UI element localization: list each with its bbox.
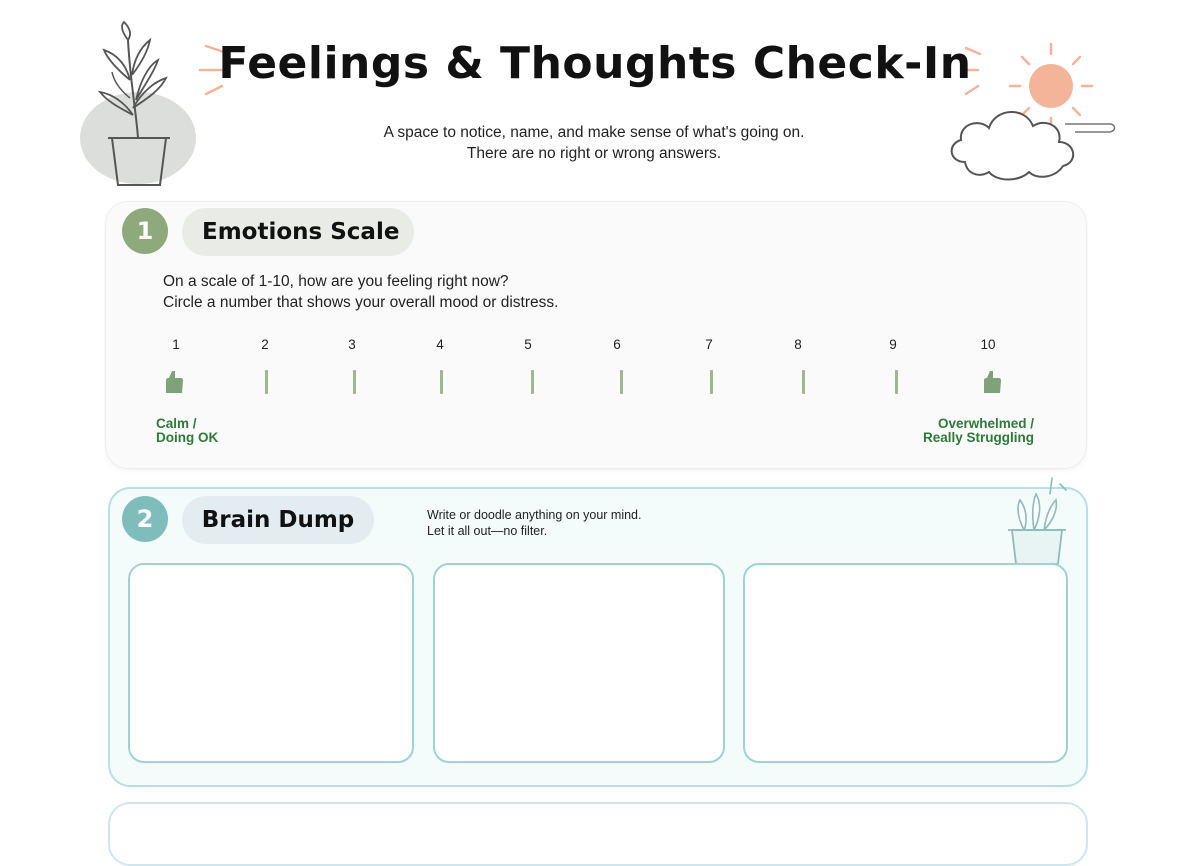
brain-dump-instructions: Write or doodle anything on your mind. L… — [427, 507, 641, 539]
section-number-badge: 1 — [122, 208, 168, 254]
potted-plant-icon — [80, 20, 196, 186]
scale-tick — [710, 370, 713, 394]
scale-number-5[interactable]: 5 — [524, 337, 532, 352]
scale-number-9[interactable]: 9 — [889, 337, 897, 352]
scale-tick — [531, 370, 534, 394]
scale-number-8[interactable]: 8 — [794, 337, 802, 352]
low-label-line-2: Doing OK — [156, 430, 219, 445]
scale-tick — [353, 370, 356, 394]
next-section-card — [108, 802, 1088, 866]
brain-dump-box-1[interactable] — [128, 563, 414, 763]
subtitle-line-1: A space to notice, name, and make sense … — [383, 124, 805, 141]
instruction-line-2: Let it all out—no filter. — [427, 524, 548, 538]
scale-tick — [440, 370, 443, 394]
section-title: Emotions Scale — [182, 208, 414, 256]
scale-question: On a scale of 1-10, how are you feeling … — [163, 271, 558, 313]
thumb-marker-icon — [166, 371, 183, 393]
brain-dump-box-3[interactable] — [743, 563, 1068, 763]
scale-number-2[interactable]: 2 — [261, 337, 269, 352]
scale-number-6[interactable]: 6 — [613, 337, 621, 352]
scale-low-label: Calm / Doing OK — [156, 417, 218, 445]
scale-tick — [265, 370, 268, 394]
page-title: Feelings & Thoughts Check-In — [218, 38, 972, 89]
accent-strokes-icon — [198, 44, 226, 96]
thumb-marker-icon — [984, 371, 1001, 393]
scale-number-10[interactable]: 10 — [980, 337, 996, 352]
scale-high-label: Overwhelmed / Really Struggling — [884, 417, 1034, 445]
section-title: Brain Dump — [182, 496, 374, 544]
high-label-line-2: Really Struggling — [922, 430, 1034, 445]
sun-icon — [960, 42, 1094, 130]
question-line-1: On a scale of 1-10, how are you feeling … — [163, 273, 509, 290]
scale-tick — [802, 370, 805, 394]
question-line-2: Circle a number that shows your overall … — [163, 294, 559, 311]
page-subtitle: A space to notice, name, and make sense … — [0, 122, 1188, 164]
instruction-line-1: Write or doodle anything on your mind. — [427, 508, 642, 522]
scale-number-4[interactable]: 4 — [436, 337, 444, 352]
brain-dump-box-2[interactable] — [433, 563, 725, 763]
scale-tick — [895, 370, 898, 394]
scale-number-1[interactable]: 1 — [172, 337, 180, 352]
scale-number-7[interactable]: 7 — [705, 337, 713, 352]
section-number-badge: 2 — [122, 496, 168, 542]
cloud-icon — [950, 111, 1116, 181]
subtitle-line-2: There are no right or wrong answers. — [466, 145, 722, 162]
scale-tick — [620, 370, 623, 394]
high-label-line-1: Overwhelmed / — [937, 416, 1034, 431]
low-label-line-1: Calm / — [156, 416, 197, 431]
scale-number-3[interactable]: 3 — [348, 337, 356, 352]
small-plant-icon — [1008, 477, 1067, 565]
